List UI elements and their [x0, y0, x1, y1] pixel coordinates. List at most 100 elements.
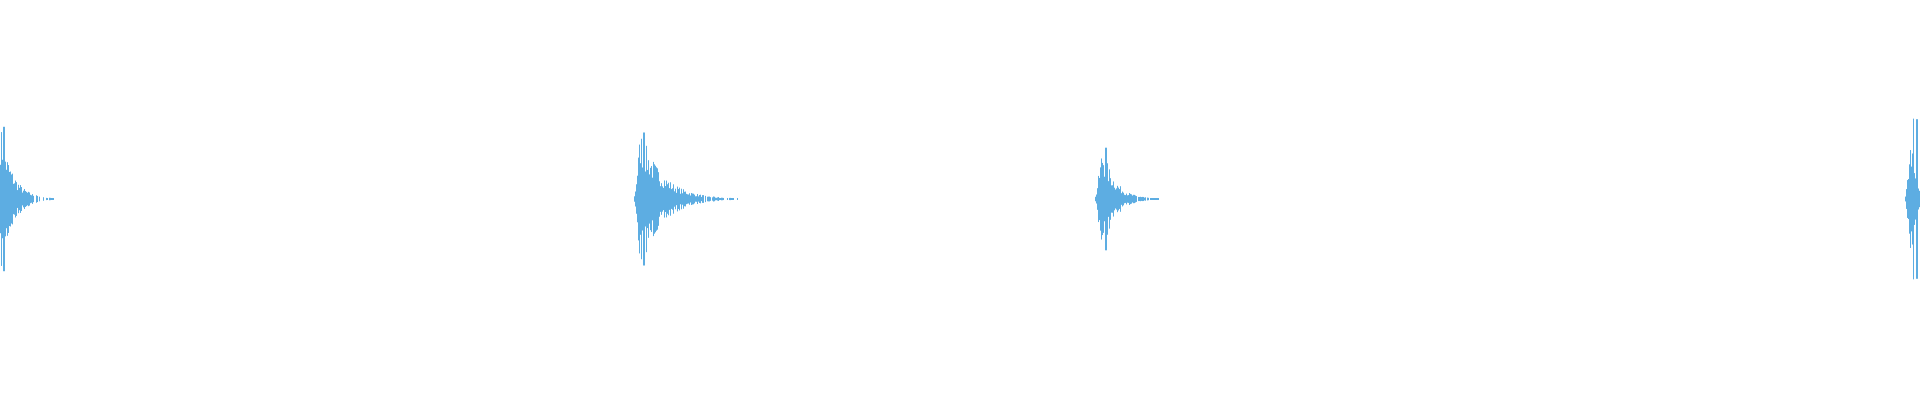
waveform-sample: [7, 162, 8, 236]
waveform-sample: [678, 189, 679, 209]
waveform-sample: [1109, 169, 1110, 229]
waveform-sample: [28, 191, 29, 207]
waveform-sample: [665, 186, 666, 212]
waveform-sample: [698, 196, 699, 202]
waveform-sample: [1158, 198, 1159, 200]
waveform-sample: [727, 198, 728, 200]
waveform-sample: [671, 189, 672, 209]
waveform-sample: [731, 198, 732, 200]
waveform-sample: [1908, 178, 1909, 220]
waveform-sample: [8, 165, 9, 233]
waveform-sample: [1116, 188, 1117, 210]
waveform-sample: [52, 198, 53, 200]
waveform-sample: [694, 194, 695, 204]
waveform-sample: [635, 191, 636, 207]
waveform-sample: [639, 144, 640, 254]
waveform-sample: [732, 198, 733, 200]
waveform-sample: [640, 163, 641, 235]
waveform-sample: [729, 197, 730, 201]
waveform-sample: [14, 183, 15, 215]
waveform-sample: [643, 132, 644, 266]
waveform-bars: [0, 118, 1920, 280]
waveform-sample: [1128, 195, 1129, 203]
waveform-sample: [46, 197, 47, 201]
waveform-sample: [713, 196, 714, 202]
waveform-sample: [673, 184, 674, 214]
waveform-sample: [1140, 196, 1141, 202]
waveform-sample: [692, 193, 693, 205]
waveform-sample: [686, 193, 687, 205]
waveform-burst: [1095, 147, 1159, 251]
waveform-sample: [708, 196, 709, 202]
waveform-sample: [1124, 194, 1125, 204]
waveform-sample: [1, 132, 2, 266]
waveform-sample: [1114, 187, 1115, 211]
waveform-sample: [641, 138, 642, 260]
waveform-sample: [1105, 147, 1106, 251]
waveform-sample: [653, 161, 654, 237]
waveform-sample: [733, 198, 734, 200]
waveform-sample: [1126, 193, 1127, 205]
waveform-sample: [1104, 176, 1105, 222]
waveform-sample: [1141, 197, 1142, 201]
waveform-sample: [1909, 164, 1910, 234]
waveform-sample: [656, 167, 657, 231]
waveform-sample: [669, 188, 670, 210]
waveform-sample: [689, 193, 690, 205]
waveform-sample: [1108, 181, 1109, 217]
waveform-sample: [1099, 177, 1100, 221]
waveform-sample: [1143, 196, 1144, 202]
waveform-sample: [1110, 178, 1111, 220]
waveform-sample: [638, 157, 639, 241]
waveform-sample: [19, 187, 20, 211]
waveform-sample: [659, 181, 660, 217]
waveform-sample: [1150, 198, 1151, 200]
waveform-sample: [1911, 166, 1912, 232]
waveform-sample: [1115, 189, 1116, 209]
waveform-sample: [33, 195, 34, 203]
waveform-sample: [700, 194, 701, 204]
waveform-sample: [682, 193, 683, 205]
waveform-sample: [691, 192, 692, 206]
waveform-sample: [15, 180, 16, 218]
waveform-sample: [668, 182, 669, 216]
waveform-sample: [688, 194, 689, 204]
waveform-sample: [2, 159, 3, 239]
waveform-sample: [1121, 193, 1122, 205]
waveform-sample: [718, 197, 719, 201]
waveform-sample: [1106, 147, 1107, 251]
waveform-sample: [648, 160, 649, 238]
waveform-sample: [690, 195, 691, 203]
waveform-sample: [1101, 158, 1102, 240]
waveform-sample: [1916, 119, 1917, 279]
waveform-sample: [695, 196, 696, 202]
waveform-sample: [1135, 195, 1136, 203]
waveform-sample: [1139, 196, 1140, 202]
waveform-sample: [0, 164, 1, 234]
waveform-sample: [719, 197, 720, 201]
waveform-sample: [1125, 195, 1126, 203]
waveform-sample: [1118, 187, 1119, 211]
waveform-sample: [687, 194, 688, 204]
waveform-sample: [1138, 196, 1139, 202]
waveform-sample: [636, 184, 637, 214]
waveform-sample: [705, 195, 706, 203]
waveform-sample: [696, 196, 697, 202]
waveform-sample: [1113, 181, 1114, 217]
waveform-sample: [646, 145, 647, 253]
waveform-sample: [1917, 119, 1918, 279]
waveform-sample: [36, 195, 37, 203]
waveform-sample: [1096, 194, 1097, 204]
waveform-sample: [1102, 162, 1103, 236]
waveform-sample: [1123, 192, 1124, 206]
waveform-sample: [9, 171, 10, 227]
waveform-sample: [730, 197, 731, 201]
waveform-sample: [1905, 196, 1906, 202]
waveform-sample: [634, 196, 635, 202]
waveform-sample: [1107, 163, 1108, 235]
waveform-sample: [1100, 167, 1101, 231]
waveform-sample: [51, 198, 52, 200]
waveform-sample: [721, 197, 722, 201]
waveform-sample: [1151, 198, 1152, 200]
